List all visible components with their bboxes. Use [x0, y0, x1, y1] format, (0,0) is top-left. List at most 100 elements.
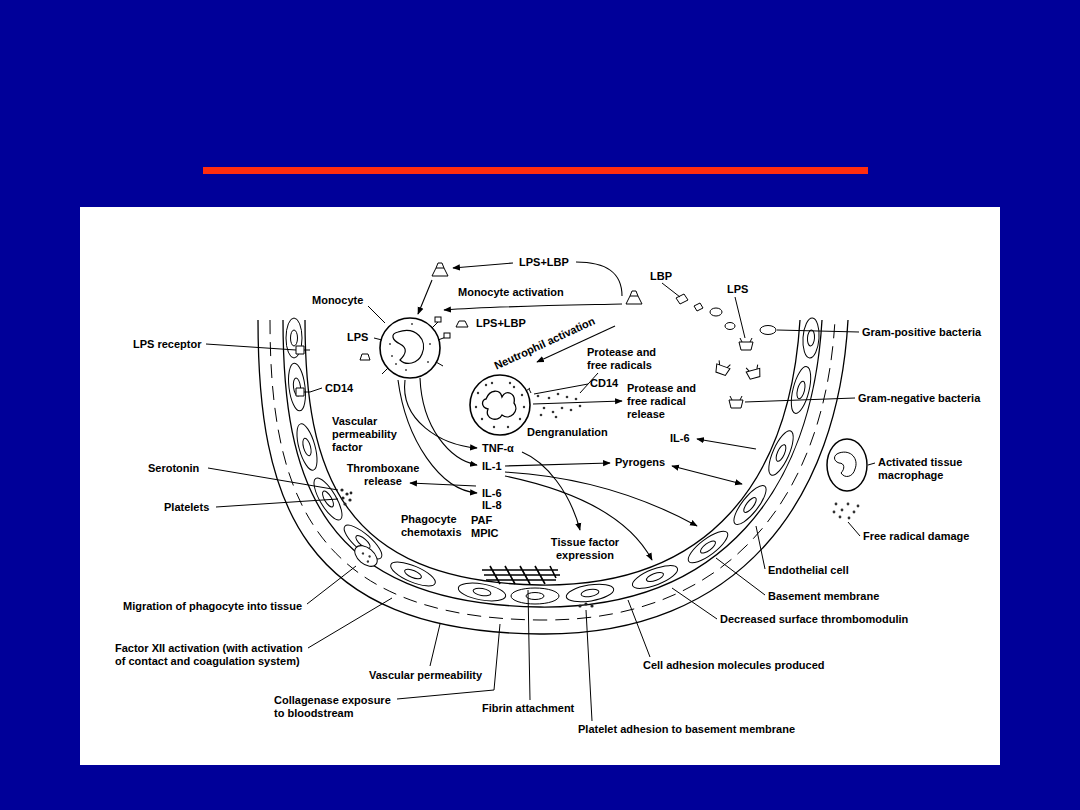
endothelial-cell: [581, 588, 600, 598]
label: IL-8: [482, 499, 502, 512]
free-radical-damage: [857, 505, 860, 508]
free-radical-damage: [833, 511, 836, 514]
label: Cell adhesion molecules produced: [643, 659, 825, 672]
receptor: [296, 388, 310, 396]
label: Monocyte activation: [458, 286, 564, 299]
leader-line: [848, 522, 860, 536]
label: Free radical damage: [863, 530, 969, 543]
leader-line: [735, 297, 745, 338]
leader-line: [777, 330, 859, 332]
arrow: [398, 262, 756, 560]
degranulation: [537, 395, 540, 398]
arrow: [533, 401, 622, 404]
arrow: [505, 463, 610, 466]
leader-line: [310, 388, 322, 392]
neutrophil: [519, 418, 521, 420]
arrow: [398, 380, 477, 493]
lps-lbp-complex: [456, 321, 468, 327]
monocyte: [411, 323, 413, 325]
leader-line: [662, 283, 680, 297]
monocyte: [435, 317, 441, 322]
label: Dengranulation: [527, 426, 608, 439]
label: Fibrin attachment: [482, 702, 574, 715]
label: IL-6: [670, 432, 690, 445]
label: Gram-positive bacteria: [862, 326, 981, 339]
endothelial-cell: [293, 422, 321, 473]
label: CD14: [325, 382, 353, 395]
gram-negative-bacterium: [714, 360, 731, 376]
free-radical-damage: [847, 503, 850, 506]
platelet: [341, 496, 344, 499]
gram-negative-bacterium: [745, 364, 762, 379]
label: Vascular permeability: [369, 669, 482, 682]
neutrophil: [509, 382, 511, 384]
neutrophil: [507, 426, 509, 428]
leader-line: [672, 588, 717, 619]
lps-lbp-complex: [432, 263, 448, 276]
endothelial-cell: [511, 588, 559, 604]
endothelial-cell: [473, 587, 492, 597]
gram-negative-bacterium: [739, 338, 753, 350]
label: Platelets: [164, 501, 209, 514]
neutrophil: [485, 384, 487, 386]
neutrophil: [491, 382, 493, 384]
leader-line: [206, 344, 296, 350]
gram-positive-bacterium: [725, 323, 735, 330]
leader-line: [430, 624, 440, 666]
endothelial-cell: [388, 557, 438, 590]
platelet: [343, 502, 346, 505]
monocyte: [429, 343, 431, 345]
leader-line: [307, 566, 356, 604]
gram-negative-bacterium: [714, 360, 731, 376]
leader-line: [397, 624, 500, 699]
lps-lbp-complex: [630, 291, 638, 296]
label: Tissue factor expression: [545, 536, 625, 562]
gram-negative-bacterium: [729, 396, 743, 408]
arrow: [418, 280, 432, 314]
degranulation: [575, 398, 578, 401]
label: Platelet adhesion to basement membrane: [578, 723, 795, 736]
degranulation: [566, 396, 569, 399]
endothelial-cell: [301, 437, 313, 456]
degranulation: [543, 407, 546, 410]
neutrophil: [481, 418, 483, 420]
free-radical-damage: [833, 503, 860, 520]
macrophage: [827, 439, 867, 491]
platelet: [340, 488, 343, 491]
leader-line: [216, 499, 338, 507]
monocyte: [395, 363, 397, 365]
endothelial-cell: [286, 362, 308, 412]
platelet: [350, 492, 353, 495]
lps-lbp-complex: [360, 263, 642, 360]
monocyte: [405, 369, 407, 371]
label: Gram-negative bacteria: [858, 392, 980, 405]
leader-line: [868, 463, 875, 465]
endothelial-cell: [802, 317, 821, 358]
migrating-phagocyte: [368, 555, 371, 558]
figure-panel: [80, 207, 1000, 765]
label: IL-6: [482, 487, 502, 500]
platelet: [584, 602, 587, 605]
label: PAF: [471, 514, 492, 527]
label: LPS: [347, 331, 368, 344]
monocyte: [380, 318, 440, 378]
endothelial-cell: [293, 422, 321, 473]
free-radical-damage: [835, 503, 838, 506]
free-radical-damage: [839, 516, 842, 519]
leader-line: [756, 526, 765, 569]
gram-negative-bacterium: [745, 364, 762, 379]
arrow: [697, 439, 756, 449]
endothelial-cell: [699, 539, 718, 555]
monocyte: [389, 323, 431, 371]
label: LBP: [650, 270, 672, 283]
endothelial-cell: [684, 526, 732, 568]
arrow: [672, 466, 742, 484]
label: Factor XII activation (with activation o…: [115, 642, 315, 668]
endothelial-cell: [565, 581, 615, 605]
label: Protease and free radical release: [627, 382, 709, 421]
arrow: [505, 472, 697, 526]
degranulation: [579, 405, 582, 408]
platelet: [340, 488, 593, 607]
